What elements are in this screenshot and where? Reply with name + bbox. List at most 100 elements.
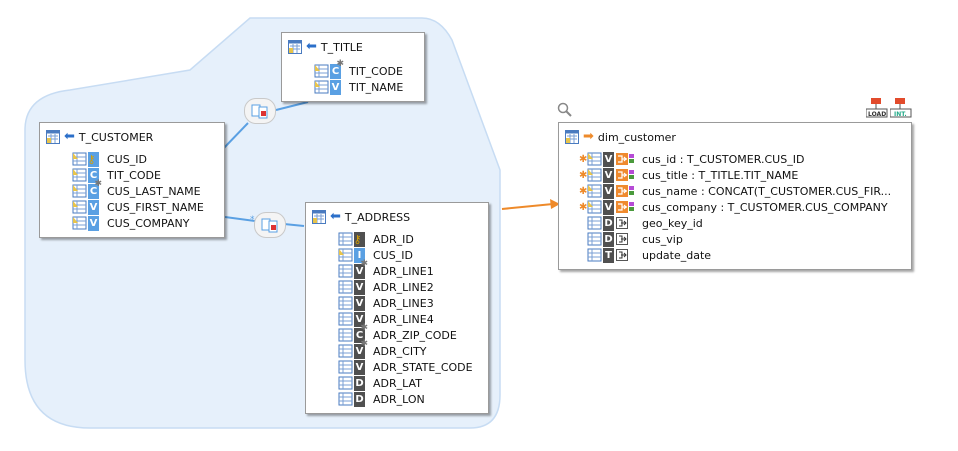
column-row[interactable]: ⚷ ADR_ID bbox=[338, 231, 473, 247]
column-row[interactable]: C TIT_CODE bbox=[72, 167, 204, 183]
column-row[interactable]: C✱ ADR_ZIP_CODE bbox=[338, 322, 473, 343]
column-name: ADR_LINE4 bbox=[373, 312, 434, 326]
table-icon bbox=[565, 130, 579, 144]
column-row[interactable]: V CUS_COMPANY bbox=[72, 215, 204, 231]
target-column-label: update_date bbox=[642, 248, 712, 262]
join-address-icon[interactable] bbox=[254, 212, 286, 238]
join-cardinality-mark: * bbox=[250, 215, 255, 225]
target-column-label: geo_key_id bbox=[642, 216, 703, 230]
target-column-row[interactable]: ✱ V cus_company : T_CUSTOMER.CUS_COMPANY bbox=[579, 199, 891, 215]
target-column-label: cus_name : CONCAT(T_CUSTOMER.CUS_FIR... bbox=[642, 184, 892, 198]
type-badge-varchar: V bbox=[354, 279, 365, 295]
type-badge-varchar: V bbox=[603, 167, 614, 183]
datastore-name: T_CUSTOMER bbox=[78, 130, 154, 144]
target-arrow-icon: ➡ bbox=[583, 129, 594, 144]
join-line-address bbox=[283, 223, 305, 227]
svg-text:INT.: INT. bbox=[894, 111, 907, 118]
mapping-icon bbox=[616, 201, 628, 213]
type-badge-char: C✱ bbox=[354, 322, 368, 343]
datastore-name: dim_customer bbox=[597, 130, 676, 144]
target-column-label: cus_company : T_CUSTOMER.CUS_COMPANY bbox=[642, 200, 888, 214]
type-badge-varchar: V bbox=[354, 359, 365, 375]
integration-icon[interactable]: INT. bbox=[889, 98, 912, 121]
column-icon bbox=[338, 360, 353, 374]
source-arrow-icon: ⬅ bbox=[330, 209, 341, 224]
column-row[interactable]: D ADR_LON bbox=[338, 391, 473, 407]
column-name: ADR_LON bbox=[373, 392, 425, 406]
column-row[interactable]: D ADR_LAT bbox=[338, 375, 473, 391]
type-badge-key: ⚷ bbox=[87, 151, 99, 167]
type-badge-varchar: V bbox=[603, 199, 614, 215]
unmapped-export-icon bbox=[616, 233, 628, 245]
column-row[interactable]: C✱ CUS_LAST_NAME bbox=[72, 179, 204, 199]
type-badge-char: C bbox=[88, 167, 99, 183]
column-row[interactable]: V ADR_LINE3 bbox=[338, 295, 473, 311]
column-icon bbox=[314, 80, 329, 94]
type-badge-decimal: D bbox=[354, 391, 365, 407]
load-icon[interactable]: LOAD bbox=[865, 98, 888, 121]
column-icon bbox=[338, 392, 353, 406]
table-icon bbox=[288, 40, 302, 54]
column-icon bbox=[72, 200, 87, 214]
datastore-t-customer[interactable]: ⬅ T_CUSTOMER ⚷ CUS_ID C TIT_CODE C✱ CUS_… bbox=[39, 122, 225, 238]
target-column-row[interactable]: D geo_key_id bbox=[579, 215, 891, 231]
column-icon bbox=[72, 216, 87, 230]
target-column-row[interactable]: ✱ V cus_id : T_CUSTOMER.CUS_ID bbox=[579, 151, 891, 167]
type-badge-varchar: V bbox=[88, 215, 99, 231]
column-icon bbox=[338, 344, 353, 358]
column-row[interactable]: C✱ TIT_CODE bbox=[314, 59, 403, 79]
svg-text:LOAD: LOAD bbox=[868, 111, 886, 118]
column-row[interactable]: ⚷ CUS_ID bbox=[72, 151, 204, 167]
target-column-label: cus_id : T_CUSTOMER.CUS_ID bbox=[642, 152, 805, 166]
flags-icon bbox=[629, 202, 634, 212]
target-column-row[interactable]: T update_date bbox=[579, 247, 891, 263]
datastore-t-title[interactable]: ⬅ T_TITLE C✱ TIT_CODE V TIT_NAME bbox=[281, 32, 425, 102]
column-row[interactable]: V ADR_STATE_CODE bbox=[338, 359, 473, 375]
column-name: CUS_LAST_NAME bbox=[107, 184, 201, 198]
column-name: ADR_CITY bbox=[373, 344, 427, 358]
column-name: CUS_COMPANY bbox=[107, 216, 190, 230]
unmapped-export-icon bbox=[616, 217, 628, 229]
source-arrow-icon: ⬅ bbox=[64, 129, 75, 144]
column-icon bbox=[338, 280, 353, 294]
column-row[interactable]: V ADR_LINE4 bbox=[338, 311, 473, 327]
column-icon bbox=[72, 168, 87, 182]
flow-arrow-line bbox=[501, 203, 554, 210]
column-icon bbox=[587, 152, 602, 166]
column-row[interactable]: V✱ ADR_LINE1 bbox=[338, 258, 473, 279]
mandatory-marker: ✱ bbox=[579, 201, 588, 213]
target-column-row[interactable]: ✱ V cus_name : CONCAT(T_CUSTOMER.CUS_FIR… bbox=[579, 183, 891, 199]
column-name: CUS_ID bbox=[373, 248, 413, 262]
join-title-icon[interactable] bbox=[244, 98, 276, 124]
column-icon bbox=[338, 232, 353, 246]
column-row[interactable]: V ADR_LINE2 bbox=[338, 279, 473, 295]
type-badge-varchar: V bbox=[603, 183, 614, 199]
type-badge-key: ⚷ bbox=[353, 231, 365, 247]
column-name: ADR_LAT bbox=[373, 376, 422, 390]
column-name: CUS_FIRST_NAME bbox=[107, 200, 204, 214]
datastore-t-address[interactable]: ⬅ T_ADDRESS ⚷ ADR_ID I CUS_ID V✱ ADR_LIN… bbox=[305, 202, 489, 414]
column-icon bbox=[314, 64, 329, 78]
datastore-dim-customer[interactable]: ➡ dim_customer ✱ V cus_id : T_CUSTOMER.C… bbox=[558, 122, 912, 270]
target-column-row[interactable]: ✱ V cus_title : T_TITLE.TIT_NAME bbox=[579, 167, 891, 183]
zoom-icon[interactable] bbox=[557, 102, 573, 121]
mandatory-marker: ✱ bbox=[579, 169, 588, 181]
source-arrow-icon: ⬅ bbox=[306, 39, 317, 54]
column-row[interactable]: V✱ ADR_CITY bbox=[338, 339, 473, 359]
key-icon: ⚷ bbox=[353, 232, 362, 246]
key-icon: ⚷ bbox=[87, 152, 96, 166]
type-badge-varchar: V✱ bbox=[354, 258, 368, 279]
datastore-name: T_ADDRESS bbox=[344, 210, 411, 224]
column-name: ADR_ID bbox=[373, 232, 414, 246]
column-row[interactable]: I CUS_ID bbox=[338, 247, 473, 263]
type-badge-decimal: D bbox=[603, 215, 614, 231]
column-row[interactable]: V TIT_NAME bbox=[314, 79, 403, 95]
column-icon bbox=[587, 168, 602, 182]
column-name: ADR_LINE3 bbox=[373, 296, 434, 310]
column-row[interactable]: V CUS_FIRST_NAME bbox=[72, 199, 204, 215]
column-icon bbox=[72, 152, 87, 166]
mapping-icon bbox=[616, 153, 628, 165]
type-badge-timestamp: T bbox=[603, 247, 614, 263]
table-icon bbox=[312, 210, 326, 224]
target-column-row[interactable]: D cus_vip bbox=[579, 231, 891, 247]
